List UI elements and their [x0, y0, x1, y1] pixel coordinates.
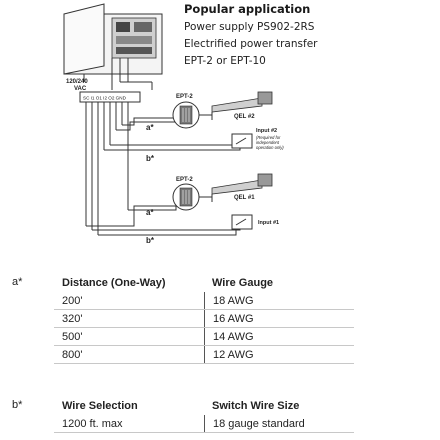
- input-label-bottom: Input #1: [258, 220, 279, 226]
- input-switch-top: [231, 133, 253, 149]
- table-b: Wire Selection Switch Wire Size 1200 ft.…: [54, 397, 354, 433]
- application-line-3: EPT-2 or EPT-10: [184, 55, 266, 67]
- table-a-marker: a*: [12, 276, 23, 288]
- qel-label-top: QEL #2: [234, 114, 255, 120]
- bus-wires: [85, 102, 129, 235]
- b-marker-bottom: b*: [146, 236, 155, 245]
- table-a-header-gauge: Wire Gauge: [212, 277, 274, 289]
- qel-label-bottom: QEL #1: [234, 195, 255, 201]
- table-row: 1200 ft. max 18 gauge standard: [54, 415, 354, 433]
- input-label-top: Input #2: [256, 128, 277, 134]
- gauge-cell: 16 AWG: [204, 310, 354, 327]
- ept-device-bottom: [172, 183, 212, 211]
- ept-label-bottom: EPT-2: [176, 177, 193, 183]
- qel-device-bottom: [211, 173, 273, 202]
- voltage-label-2: VAC: [74, 86, 87, 92]
- input-note-2: independent: [256, 140, 280, 145]
- table-b-header-size: Switch Wire Size: [212, 400, 300, 412]
- b-marker-top: b*: [146, 154, 155, 163]
- input-note-1: (Required for: [256, 135, 281, 140]
- voltage-label-1: 120/240: [66, 79, 88, 85]
- qel-device-top: [211, 91, 273, 120]
- table-row: 500' 14 AWG: [54, 328, 354, 346]
- size-cell: 18 gauge standard: [204, 415, 354, 432]
- table-row: 800' 12 AWG: [54, 346, 354, 364]
- heading: Popular application: [184, 2, 311, 16]
- table-b-marker: b*: [12, 399, 23, 411]
- application-line-2: Electrified power transfer: [184, 38, 318, 50]
- table-a: Distance (One-Way) Wire Gauge 200' 18 AW…: [54, 274, 354, 364]
- application-line-1: Power supply PS902-2RS: [184, 21, 315, 33]
- distance-cell: 800': [62, 348, 83, 361]
- gauge-cell: 14 AWG: [204, 328, 354, 345]
- power-supply-cabinet: [63, 3, 163, 75]
- table-a-header-distance: Distance (One-Way): [62, 277, 166, 289]
- table-row: 200' 18 AWG: [54, 292, 354, 310]
- gauge-cell: 12 AWG: [204, 346, 354, 363]
- ept-label-top: EPT-2: [176, 94, 193, 100]
- distance-cell: 500': [62, 330, 83, 343]
- a-marker-top: a*: [146, 123, 154, 132]
- input-note-3: operation only): [256, 145, 284, 150]
- selection-cell: 1200 ft. max: [62, 417, 123, 430]
- table-a-header: Distance (One-Way) Wire Gauge: [54, 274, 354, 292]
- table-b-header: Wire Selection Switch Wire Size: [54, 397, 354, 415]
- terminal-labels: SC I1 O1 I2 O2 GND: [83, 96, 127, 101]
- wiring-diagram: 120/240 VAC SC I1 O1 I2 O2 GND EPT: [63, 3, 284, 245]
- table-row: 320' 16 AWG: [54, 310, 354, 328]
- ept-device-top: [172, 101, 212, 129]
- distance-cell: 200': [62, 294, 83, 307]
- input-switch-bottom: [231, 214, 253, 230]
- table-b-header-selection: Wire Selection: [62, 400, 138, 412]
- a-marker-bottom: a*: [146, 208, 154, 217]
- gauge-cell: 18 AWG: [204, 292, 354, 309]
- distance-cell: 320': [62, 312, 83, 325]
